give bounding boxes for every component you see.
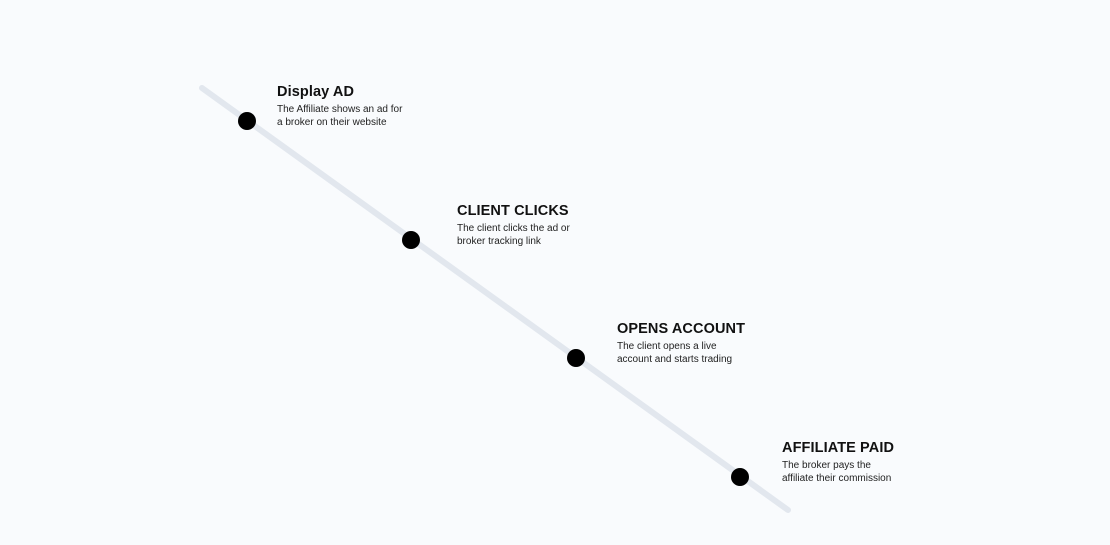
step-4-text: AFFILIATE PAID The broker pays the affil… — [782, 439, 992, 485]
step-3-description: The client opens a live account and star… — [617, 341, 733, 365]
step-1-dot — [238, 112, 256, 130]
step-3-text: OPENS ACCOUNT The client opens a live ac… — [617, 320, 827, 366]
step-1-description: The Affiliate shows an ad for a broker o… — [277, 104, 403, 128]
step-4-dot — [731, 468, 749, 486]
step-1-text: Display AD The Affiliate shows an ad for… — [277, 83, 487, 129]
step-3-title: OPENS ACCOUNT — [617, 321, 746, 337]
step-4-title: AFFILIATE PAID — [782, 440, 895, 456]
step-3-dot — [567, 349, 585, 367]
step-4-description: The broker pays the affiliate their comm… — [782, 460, 892, 484]
step-2-title: CLIENT CLICKS — [457, 203, 569, 219]
connector-line — [199, 85, 791, 513]
step-2-text: CLIENT CLICKS The client clicks the ad o… — [457, 202, 667, 248]
step-2-dot — [402, 231, 420, 249]
step-2-description: The client clicks the ad or broker track… — [457, 223, 570, 247]
step-1-title: Display AD — [277, 84, 355, 100]
